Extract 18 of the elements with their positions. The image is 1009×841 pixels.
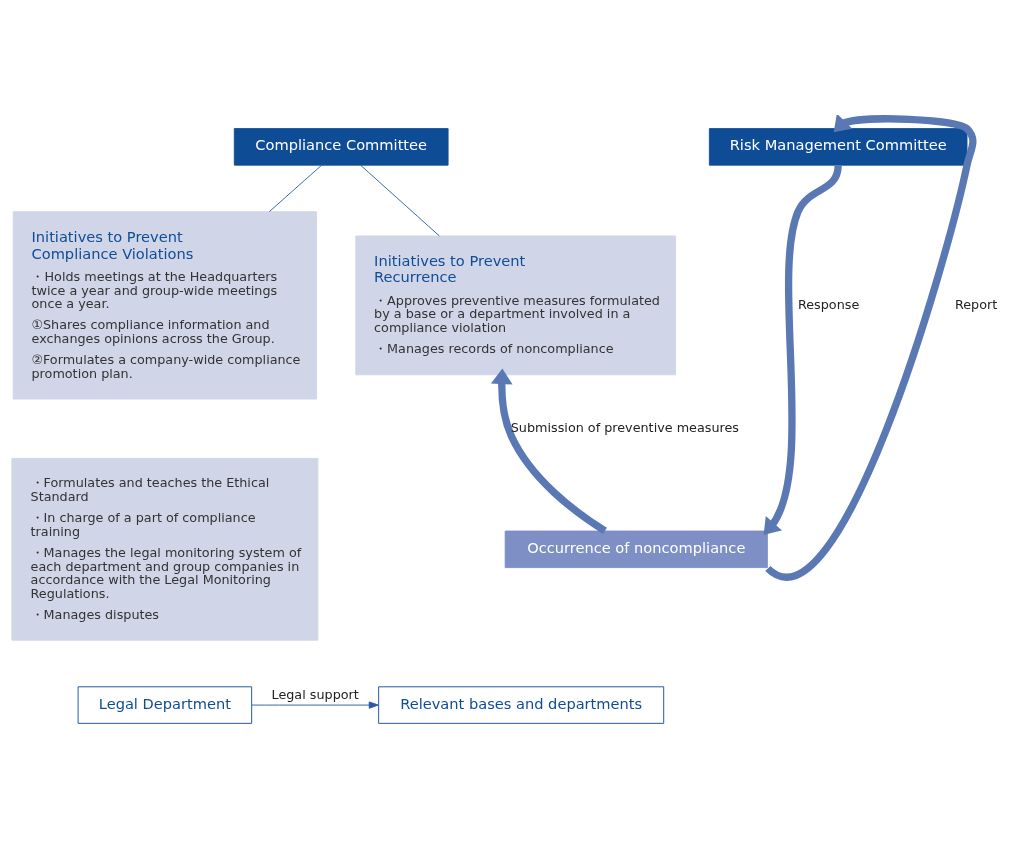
node-box: Occurrence of noncompliance	[504, 530, 768, 568]
node-box: Initiatives to Prevent Recurrence ・Approves preventive measures formulated by a base or a department involved in a compliance violation ・Manages records of noncompliance	[355, 235, 677, 375]
node-box: Initiatives to Prevent Compliance Violations ・Holds meetings at the Headquarters twice a year and group-wide meetings once a year. ①Shares compliance information and exchanges opinions across the Group. ②Formulates a company-wide compliance promotion plan.	[12, 210, 317, 399]
node-box: ・Formulates and teaches the Ethical Standard ・In charge of a part of compliance training ・Manages the legal monitoring system of each department and group companies in accordance with the Legal Monitoring Regulations. ・Manages disputes	[11, 457, 319, 641]
node-box: Legal Department	[77, 685, 253, 724]
node-box: Relevant bases and departments	[378, 685, 665, 724]
connector	[360, 164, 440, 236]
node-box: Compliance Committee	[233, 127, 449, 166]
arrow	[763, 164, 842, 535]
arrow	[766, 114, 977, 581]
edge-label: Submission of preventive measures	[510, 419, 739, 435]
arrow	[490, 368, 607, 534]
edge-label: Legal support	[271, 686, 359, 702]
connector	[268, 164, 323, 212]
edge-label: Response	[797, 296, 860, 312]
edge-label: Report	[954, 296, 998, 312]
node-box: Risk Management Committee	[708, 127, 968, 166]
arrow	[251, 700, 379, 709]
